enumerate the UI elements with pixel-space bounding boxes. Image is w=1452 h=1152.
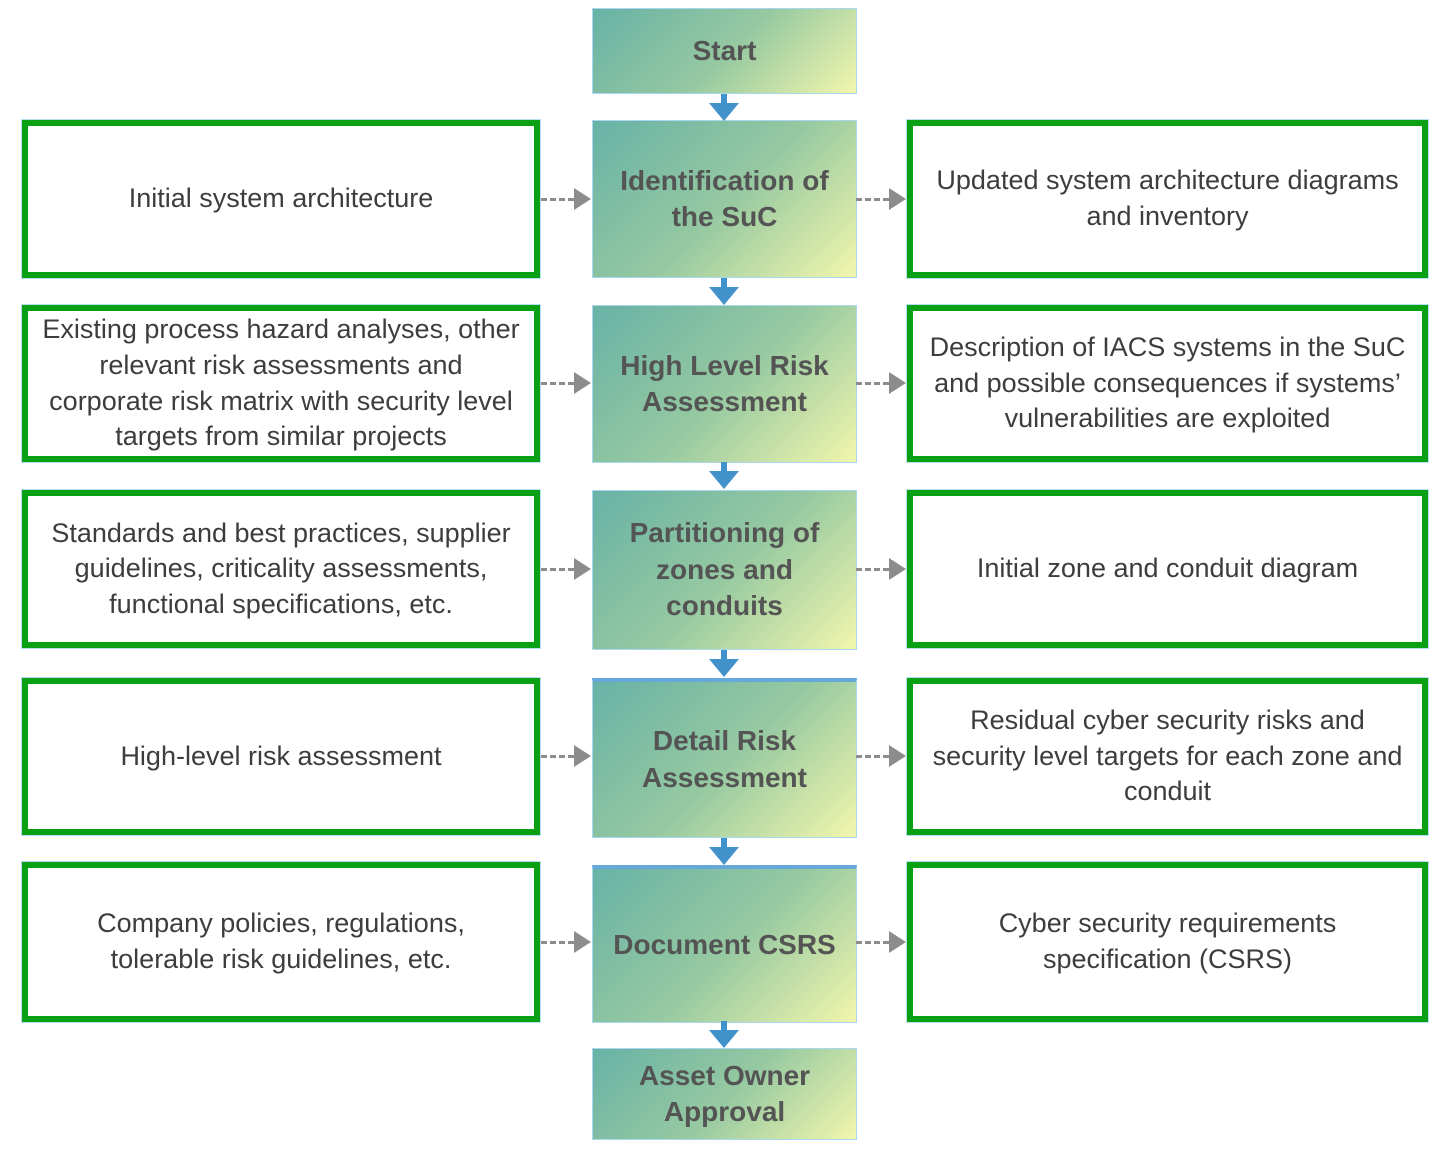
output-box-initial-zone-and-conduit-diagram: Initial zone and conduit diagram	[907, 490, 1428, 648]
output-box-label: Cyber security requirements specificatio…	[998, 908, 1337, 974]
dashed-arrow-icon	[856, 931, 906, 953]
input-box-high-level-risk-assessment: High-level risk assessment	[22, 678, 540, 835]
down-arrow-icon	[707, 838, 741, 865]
output-box-description-of-iacs-systems: Description of IACS systems in the SuC a…	[907, 305, 1428, 462]
input-box-label: High-level risk assessment	[120, 740, 442, 771]
down-arrow-icon	[707, 462, 741, 489]
input-box-existing-process-hazard-analyses: Existing process hazard analyses, other …	[22, 305, 540, 462]
input-box-label: Existing process hazard analyses, other …	[42, 314, 520, 452]
process-node-document-csrs: Document CSRS	[592, 865, 857, 1023]
process-node-detail-risk-assessment: Detail Risk Assessment	[592, 678, 857, 838]
output-box-label: Residual cyber security risks and securi…	[932, 705, 1403, 807]
dashed-arrow-icon	[541, 188, 591, 210]
process-node-identification-of-the-suc: Identification of the SuC	[592, 120, 857, 278]
process-node-asset-owner-approval: Asset Owner Approval	[592, 1048, 857, 1140]
dashed-arrow-icon	[856, 188, 906, 210]
input-box-label: Standards and best practices, supplier g…	[51, 517, 511, 619]
down-arrow-icon	[707, 278, 741, 305]
process-node-label: Start	[692, 34, 757, 66]
down-arrow-icon	[707, 650, 741, 677]
dashed-arrow-icon	[541, 931, 591, 953]
down-arrow-icon	[707, 94, 741, 121]
process-node-label: Document CSRS	[613, 929, 836, 961]
process-node-high-level-risk-assessment: High Level Risk Assessment	[592, 305, 857, 463]
dashed-arrow-icon	[856, 372, 906, 394]
input-box-standards-and-best-practices: Standards and best practices, supplier g…	[22, 490, 540, 648]
input-box-initial-system-architecture: Initial system architecture	[22, 120, 540, 278]
process-node-label: High Level Risk Assessment	[620, 349, 829, 417]
process-node-label: Detail Risk Assessment	[642, 725, 807, 793]
down-arrow-icon	[707, 1021, 741, 1048]
input-box-company-policies: Company policies, regulations, tolerable…	[22, 862, 540, 1022]
output-box-label: Updated system architecture diagrams and…	[936, 165, 1399, 231]
output-box-label: Description of IACS systems in the SuC a…	[929, 332, 1406, 434]
process-node-label: Partitioning of zones and conduits	[629, 517, 820, 622]
process-node-start: Start	[592, 8, 857, 94]
output-box-csrs-specification: Cyber security requirements specificatio…	[907, 862, 1428, 1022]
input-box-label: Initial system architecture	[128, 183, 434, 214]
output-box-label: Initial zone and conduit diagram	[976, 553, 1359, 584]
dashed-arrow-icon	[541, 745, 591, 767]
process-node-label: Identification of the SuC	[620, 164, 829, 232]
process-node-partitioning-of-zones-and-conduits: Partitioning of zones and conduits	[592, 490, 857, 650]
output-box-residual-cyber-security-risks: Residual cyber security risks and securi…	[907, 678, 1428, 835]
process-node-label: Asset Owner Approval	[638, 1059, 811, 1127]
dashed-arrow-icon	[856, 558, 906, 580]
output-box-updated-system-architecture: Updated system architecture diagrams and…	[907, 120, 1428, 278]
dashed-arrow-icon	[541, 558, 591, 580]
dashed-arrow-icon	[541, 372, 591, 394]
input-box-label: Company policies, regulations, tolerable…	[97, 908, 465, 974]
dashed-arrow-icon	[856, 745, 906, 767]
